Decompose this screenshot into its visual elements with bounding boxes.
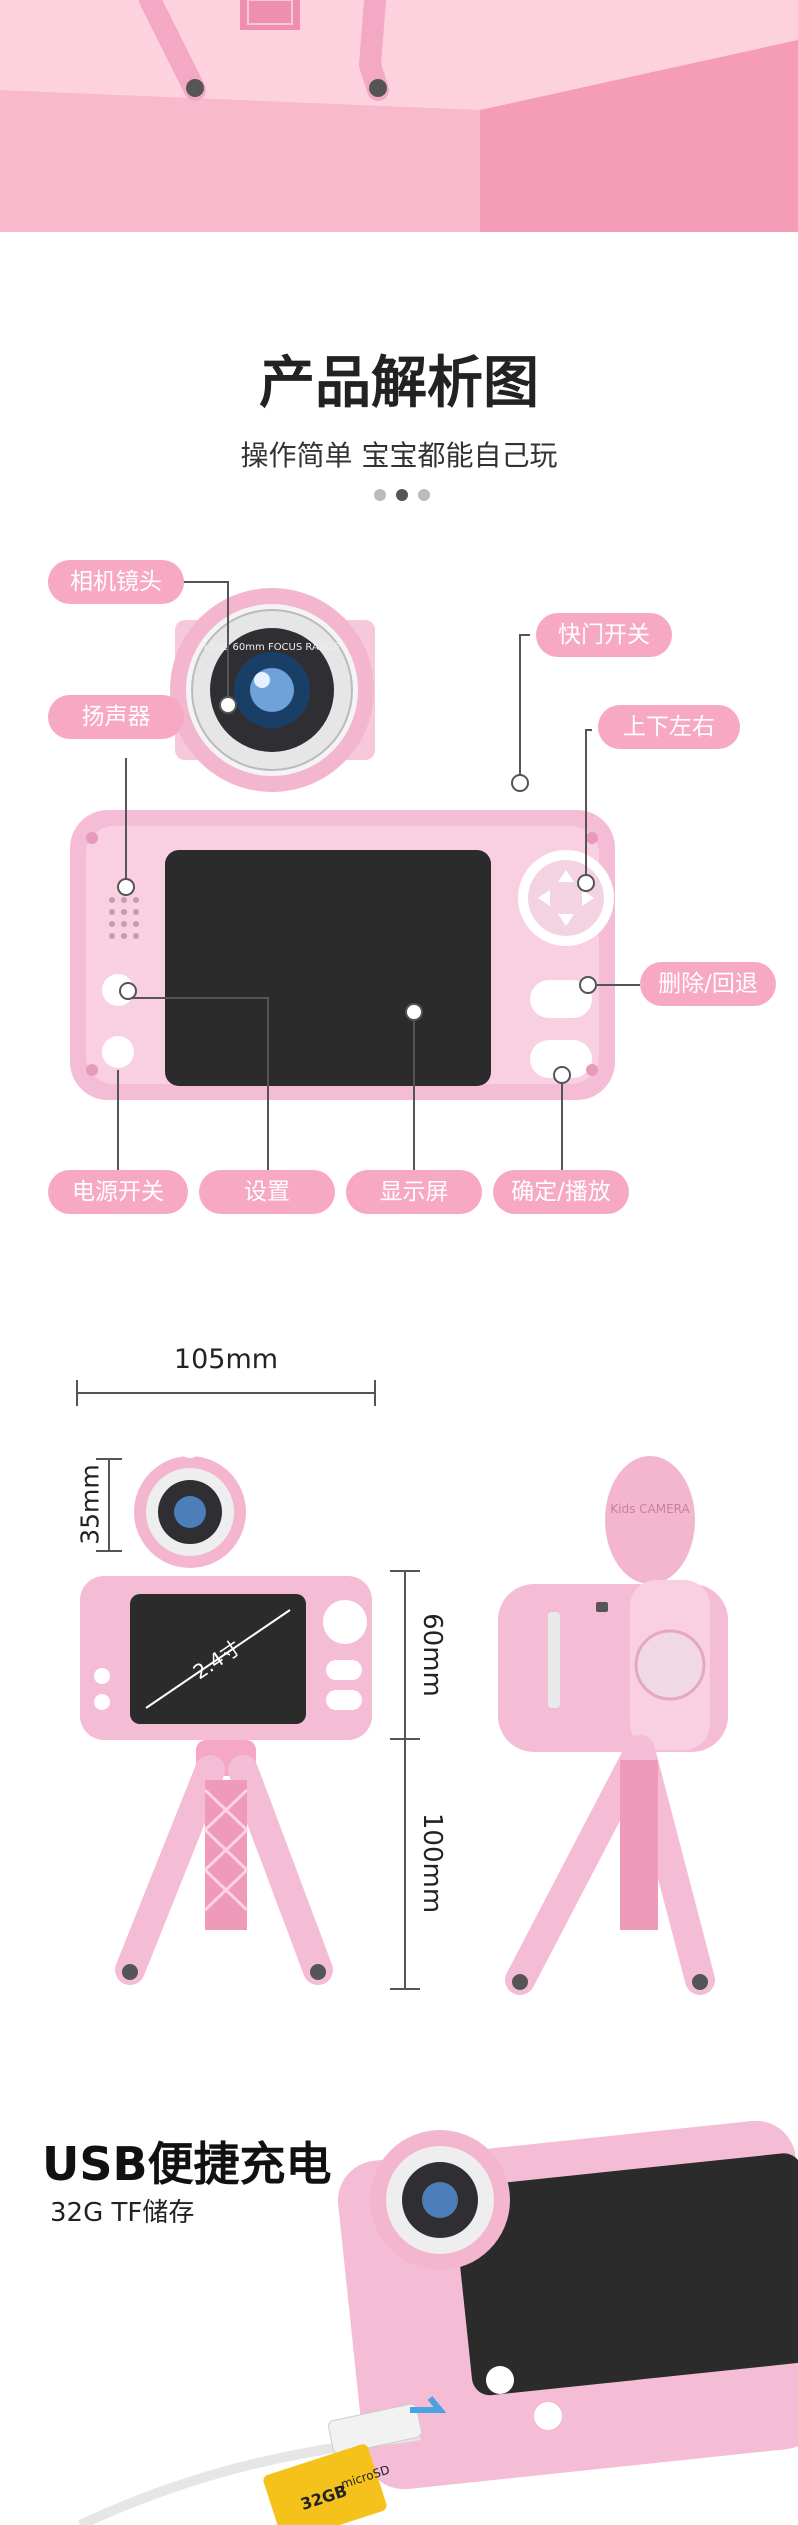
label-settings: 设置	[199, 1170, 335, 1214]
height-measure-line	[404, 1570, 406, 1990]
pagination-dots	[374, 487, 434, 503]
lens-height-tick	[96, 1458, 122, 1460]
pagination-dot-active	[396, 489, 408, 501]
lens-height-line	[108, 1458, 110, 1552]
width-measure-tick	[76, 1380, 78, 1406]
width-label: 105mm	[173, 1344, 279, 1375]
label-speaker: 扬声器	[48, 695, 184, 739]
side-logo-text: Kids CAMERA	[610, 1502, 690, 1516]
shutter-marker	[511, 774, 529, 792]
usb-camera-illustration	[77, 2120, 798, 2525]
dpad-marker	[577, 874, 595, 892]
label-delete: 删除/回退	[640, 962, 776, 1006]
label-shutter: 快门开关	[536, 613, 672, 657]
label-screen: 显示屏	[346, 1170, 482, 1214]
dimensions-diagram: 105mm 35mm 60mm 100mm	[0, 1330, 798, 2010]
delete-marker	[579, 976, 597, 994]
label-lens: 相机镜头	[48, 560, 184, 604]
settings-marker	[119, 982, 137, 1000]
page-title: 产品解析图	[259, 351, 539, 416]
height-measure-tick	[390, 1570, 420, 1572]
pink-box-illustration	[0, 0, 798, 232]
label-confirm: 确定/播放	[493, 1170, 629, 1214]
usb-title: USB便捷充电	[42, 2137, 332, 2191]
height-measure-tick	[390, 1988, 420, 1990]
width-measure-line	[76, 1392, 376, 1394]
speaker-marker	[117, 878, 135, 896]
usb-subtitle: 32G TF储存	[50, 2198, 195, 2228]
confirm-marker	[553, 1066, 571, 1084]
camera-dimension-illustration	[80, 1442, 728, 1995]
pagination-dot	[418, 489, 430, 501]
screen-marker	[405, 1003, 423, 1021]
label-power: 电源开关	[48, 1170, 188, 1214]
svg-text:LENS 60mm FOCUS RANGE: LENS 60mm FOCUS RANGE	[204, 642, 341, 653]
lens-height-tick	[96, 1550, 122, 1552]
camera-diagram: LENS 60mm FOCUS RANGE	[0, 540, 798, 1240]
page-subtitle: 操作简单 宝宝都能自己玩	[240, 439, 558, 472]
usb-section: USB便捷充电 32G TF储存 32GB microSD	[0, 2080, 798, 2525]
pagination-dot	[374, 489, 386, 501]
width-measure-tick	[374, 1380, 376, 1406]
top-banner	[0, 0, 798, 232]
camera-front-illustration: LENS 60mm FOCUS RANGE	[70, 556, 640, 1170]
height-measure-tick	[390, 1738, 420, 1740]
lens-marker	[219, 696, 237, 714]
label-dpad: 上下左右	[598, 705, 740, 749]
